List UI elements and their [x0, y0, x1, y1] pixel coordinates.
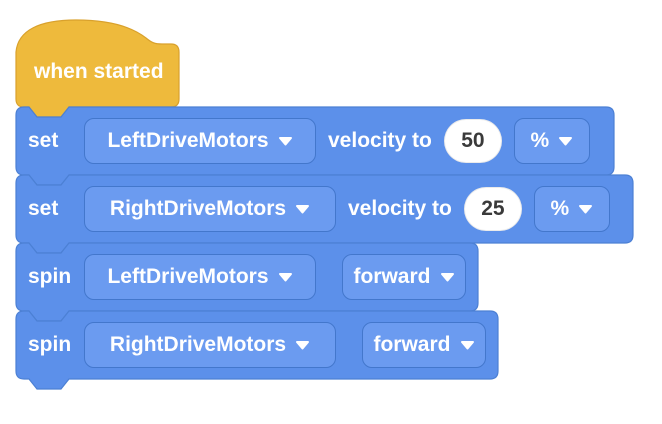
velocity-value: 25: [481, 197, 505, 220]
velocity-value-input[interactable]: 25: [463, 187, 522, 231]
dropdown-arrow-icon: [296, 341, 310, 350]
dropdown-arrow-icon: [579, 205, 593, 214]
when-started-hat-block[interactable]: when started: [15, 18, 180, 118]
velocity-value-input[interactable]: 50: [443, 119, 502, 163]
connector-label: velocity to: [348, 197, 452, 220]
verb-label: spin: [28, 333, 72, 356]
dropdown-arrow-icon: [278, 137, 292, 146]
direction-dropdown[interactable]: forward: [342, 254, 466, 300]
direction-dropdown-label: forward: [353, 265, 431, 288]
unit-dropdown[interactable]: %: [533, 186, 610, 232]
motor-dropdown[interactable]: RightDriveMotors: [84, 186, 336, 232]
dropdown-arrow-icon: [460, 341, 474, 350]
motor-dropdown[interactable]: LeftDriveMotors: [84, 118, 316, 164]
unit-dropdown-label: %: [530, 129, 550, 152]
direction-dropdown-label: forward: [373, 333, 451, 356]
motor-dropdown[interactable]: LeftDriveMotors: [84, 254, 316, 300]
velocity-value: 50: [461, 129, 485, 152]
set-velocity-block-right[interactable]: set RightDriveMotors velocity to 25 %: [15, 174, 634, 254]
connector-label: velocity to: [328, 129, 432, 152]
hat-label: when started: [34, 60, 164, 83]
motor-dropdown[interactable]: RightDriveMotors: [84, 322, 336, 368]
unit-dropdown[interactable]: %: [513, 118, 590, 164]
motor-dropdown-label: RightDriveMotors: [109, 333, 287, 356]
motor-dropdown-label: LeftDriveMotors: [107, 265, 269, 288]
direction-dropdown[interactable]: forward: [362, 322, 486, 368]
set-velocity-block-left[interactable]: set LeftDriveMotors velocity to 50 %: [15, 106, 615, 186]
verb-label: set: [28, 129, 59, 152]
verb-label: spin: [28, 265, 72, 288]
spin-block-right[interactable]: spin RightDriveMotors forward: [15, 310, 499, 390]
dropdown-arrow-icon: [440, 273, 454, 282]
verb-label: set: [28, 197, 59, 220]
motor-dropdown-label: LeftDriveMotors: [107, 129, 269, 152]
spin-block-left[interactable]: spin LeftDriveMotors forward: [15, 242, 479, 322]
dropdown-arrow-icon: [296, 205, 310, 214]
dropdown-arrow-icon: [559, 137, 573, 146]
unit-dropdown-label: %: [550, 197, 570, 220]
motor-dropdown-label: RightDriveMotors: [109, 197, 287, 220]
dropdown-arrow-icon: [278, 273, 292, 282]
